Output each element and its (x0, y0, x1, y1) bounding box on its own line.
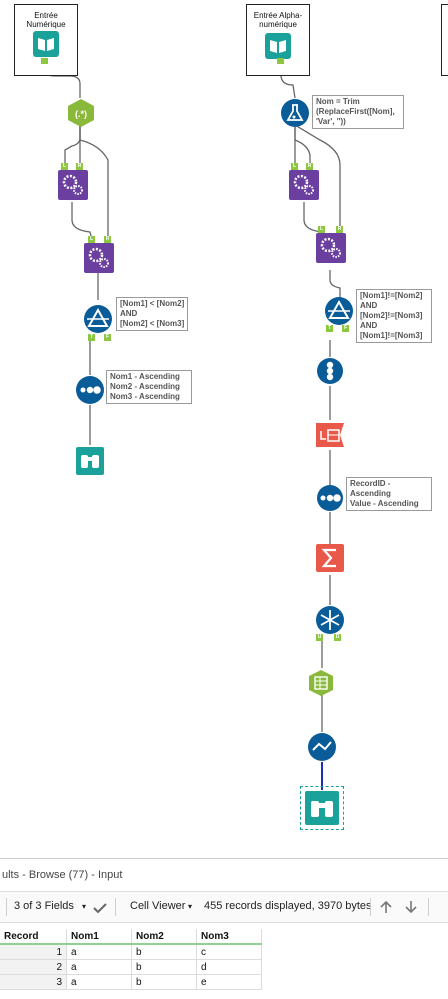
summarize-tool[interactable] (316, 544, 344, 572)
regex-tool[interactable]: (.*) (66, 98, 96, 128)
filter-false-anchor[interactable]: F (104, 334, 111, 341)
sort1-annotation: Nom1 - Ascending Nom2 - Ascending Nom3 -… (106, 370, 192, 404)
column-header[interactable]: Record (0, 929, 67, 945)
book-icon (33, 31, 59, 57)
svg-text:(.*): (.*) (75, 109, 87, 119)
chevron-down-icon[interactable]: ▾ (82, 902, 87, 911)
results-toolbar: 3 of 3 Fields ▾ Cell Viewer ▾ 455 record… (0, 891, 448, 923)
input-tool-alphanumeric[interactable]: Entrée Alpha-numérique (246, 4, 310, 76)
book-icon (265, 33, 291, 59)
output-anchor-u[interactable]: U (316, 634, 323, 641)
sort-dots-icon (317, 485, 343, 511)
table-cell[interactable]: a (66, 944, 132, 960)
chevron-down-icon[interactable]: ▾ (188, 902, 193, 911)
join-tool-1[interactable] (58, 170, 88, 200)
formula-tool[interactable] (280, 98, 310, 128)
join-anchor-right[interactable]: R (104, 236, 111, 243)
gears-icon (84, 243, 114, 273)
table-cell[interactable]: b (131, 959, 197, 975)
gears-icon (58, 170, 88, 200)
table-cell[interactable]: c (196, 944, 262, 960)
flask-icon (281, 99, 309, 127)
join-tool-2[interactable] (84, 243, 114, 273)
input-tool-numeric[interactable]: Entrée Numérique (14, 4, 78, 76)
input-label-alphanumeric: Entrée Alpha-numérique (253, 11, 303, 29)
filter2-annotation: [Nom1]!=[Nom2] AND [Nom2]!=[Nom3] AND [N… (356, 289, 432, 343)
results-grid[interactable]: Record Nom1 Nom2 Nom3 1 a b c 2 a b d 3 … (0, 929, 262, 990)
gears-icon (316, 233, 346, 263)
column-header[interactable]: Nom2 (131, 929, 197, 945)
table-cell[interactable]: b (131, 944, 197, 960)
crosstab-tool[interactable] (315, 605, 345, 635)
record-id-icon (317, 358, 343, 384)
gears-icon (289, 170, 319, 200)
workflow-canvas[interactable]: Entrée Numérique Entrée Alpha-numérique … (0, 0, 448, 858)
table-cell[interactable]: b (131, 974, 197, 990)
filter1-annotation: [Nom1] < [Nom2] AND [Nom2] < [Nom3] (116, 297, 189, 331)
multi-row-tool[interactable] (307, 732, 337, 762)
arrow-down-icon[interactable] (403, 899, 419, 915)
browse-tool-1[interactable] (76, 447, 104, 475)
record-id-tool[interactable] (316, 357, 344, 385)
record-cell: 2 (0, 959, 67, 975)
output-anchor[interactable] (41, 58, 48, 64)
join-anchor-right[interactable]: R (76, 163, 83, 170)
join-anchor-right[interactable]: R (336, 226, 343, 233)
output-anchor[interactable] (277, 58, 284, 64)
join-anchor-left[interactable]: L (61, 163, 68, 170)
column-header[interactable]: Nom3 (196, 929, 262, 945)
join-anchor-left[interactable]: L (318, 226, 325, 233)
binoculars-icon (76, 447, 104, 475)
transpose-icon (316, 423, 344, 447)
formula-annotation: Nom = Trim (ReplaceFirst([Nom], 'Var', '… (312, 95, 404, 129)
join-tool-4[interactable] (316, 233, 346, 263)
sort-tool-2[interactable] (316, 484, 344, 512)
join-anchor-left[interactable]: L (88, 236, 95, 243)
sort2-annotation: RecordID - Ascending Value - Ascending (346, 477, 432, 511)
filter-true-anchor[interactable]: T (326, 325, 333, 332)
join-anchor-left[interactable]: L (291, 163, 298, 170)
filter-icon (325, 297, 353, 325)
trend-icon (308, 733, 336, 761)
checkmark-icon[interactable] (93, 902, 107, 914)
filter-tool-2[interactable] (324, 296, 354, 326)
filter-tool-1[interactable] (83, 304, 113, 334)
input-tool-partial[interactable] (441, 4, 448, 76)
filter-true-anchor[interactable]: T (88, 334, 95, 341)
cell-viewer-selector[interactable]: Cell Viewer (130, 900, 186, 912)
output-anchor-d[interactable]: D (334, 634, 341, 641)
sort-tool-1[interactable] (75, 375, 105, 405)
join-anchor-right[interactable]: R (306, 163, 313, 170)
record-cell: 1 (0, 944, 67, 960)
join-tool-3[interactable] (289, 170, 319, 200)
text-to-columns-tool[interactable] (307, 669, 335, 697)
sort-dots-icon (76, 376, 104, 404)
results-title: ults - Browse (77) - Input (2, 869, 123, 881)
regex-hexagon-icon: (.*) (68, 99, 94, 127)
table-icon (309, 670, 333, 696)
browse-tool-2[interactable] (300, 786, 344, 830)
table-cell[interactable]: a (66, 959, 132, 975)
binoculars-icon (305, 791, 339, 825)
filter-icon (84, 305, 112, 333)
fields-selector[interactable]: 3 of 3 Fields (14, 900, 74, 912)
snowflake-icon (316, 606, 344, 634)
results-panel: ults - Browse (77) - Input 3 of 3 Fields… (0, 858, 448, 999)
table-cell[interactable]: d (196, 959, 262, 975)
table-cell[interactable]: a (66, 974, 132, 990)
input-label-numeric: Entrée Numérique (26, 11, 66, 29)
column-header[interactable]: Nom1 (66, 929, 132, 945)
table-row[interactable]: 2 a b d (0, 959, 262, 975)
filter-false-anchor[interactable]: F (342, 325, 349, 332)
table-header-row: Record Nom1 Nom2 Nom3 (0, 929, 262, 945)
table-row[interactable]: 3 a b e (0, 974, 262, 990)
sigma-icon (316, 544, 344, 572)
transpose-tool[interactable] (316, 421, 344, 449)
arrow-up-icon[interactable] (378, 899, 394, 915)
record-cell: 3 (0, 974, 67, 990)
table-row[interactable]: 1 a b c (0, 944, 262, 960)
records-summary: 455 records displayed, 3970 bytes (204, 900, 372, 912)
table-cell[interactable]: e (196, 974, 262, 990)
